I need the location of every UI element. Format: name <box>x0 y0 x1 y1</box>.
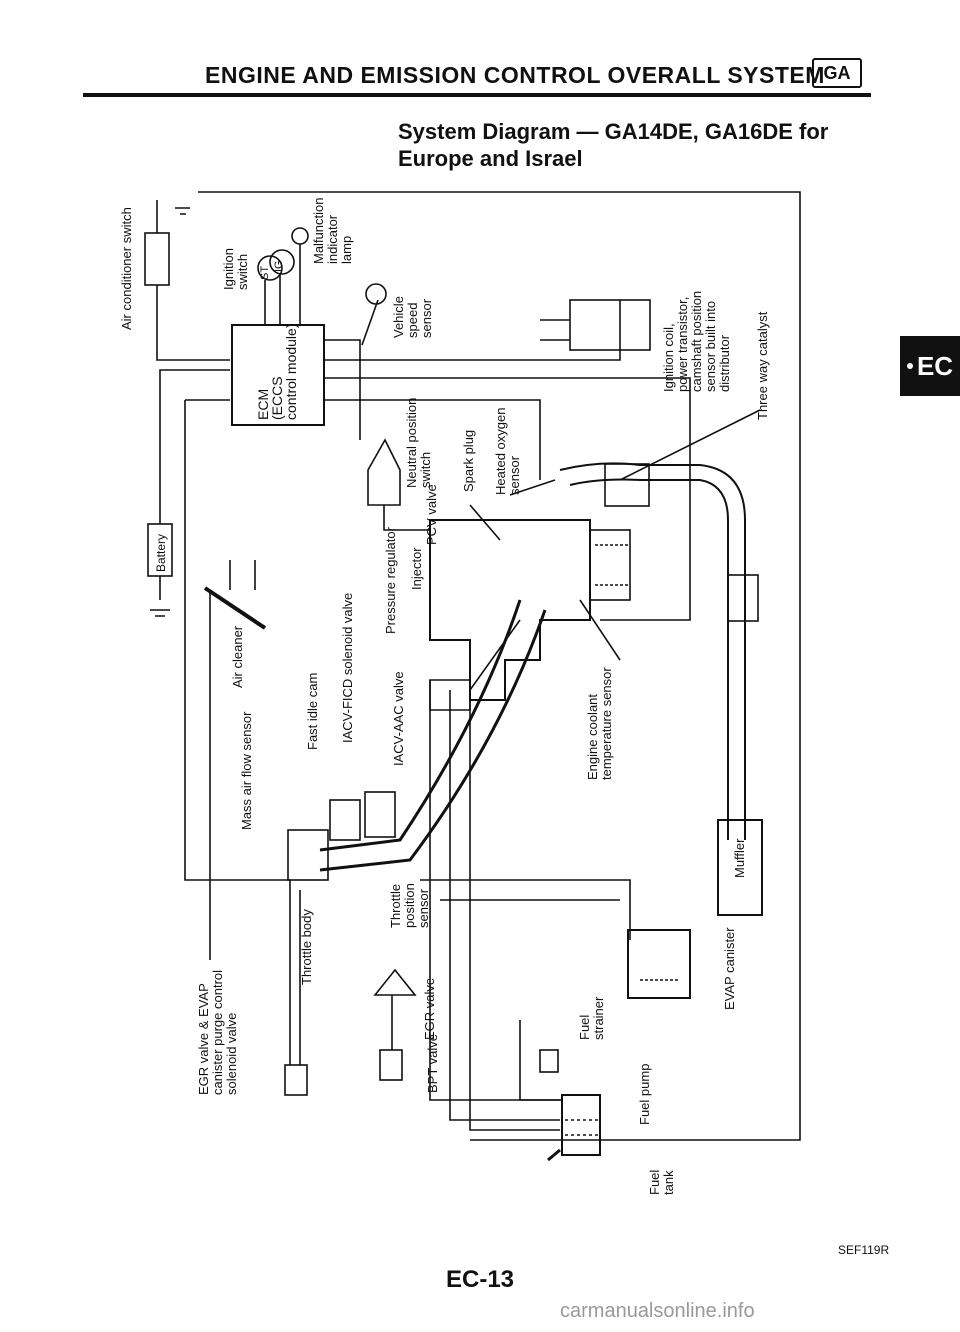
label-vehicle-speed-sensor: Vehicle speed sensor <box>391 296 434 338</box>
subtitle-line-1: System Diagram — GA14DE, GA16DE for <box>398 119 829 144</box>
label-fuel-tank: Fuel tank <box>647 1169 676 1195</box>
bpt-valve-box <box>379 1049 403 1081</box>
diagram-subtitle: System Diagram — GA14DE, GA16DE for Euro… <box>398 118 828 172</box>
label-bpt-valve: BPT valve <box>425 1033 440 1093</box>
label-ecm: ECM (ECCS control module) <box>255 323 299 421</box>
page-header-title: ENGINE AND EMISSION CONTROL OVERALL SYST… <box>205 62 825 88</box>
label-fuel-pump: Fuel pump <box>637 1063 652 1125</box>
iacv-aac-box <box>364 791 396 838</box>
section-tab[interactable]: EC <box>900 336 960 396</box>
ignition-st-terminal <box>257 255 283 281</box>
label-air-conditioner-switch: Air conditioner switch <box>119 207 134 330</box>
evap-canister-box <box>627 929 691 999</box>
label-pressure-regulator: Pressure regulator <box>383 527 398 634</box>
catalyst-2-box <box>727 574 759 622</box>
muffler-box <box>717 819 763 916</box>
ecm-box <box>231 324 325 426</box>
label-throttle-body: Throttle body <box>299 909 314 985</box>
throttle-body-box <box>287 829 329 881</box>
page-number: EC-13 <box>446 1266 515 1293</box>
label-injector: Injector <box>409 547 424 590</box>
label-evap-canister: EVAP canister <box>722 927 737 1010</box>
label-egr-valve: EGR valve <box>422 977 437 1040</box>
label-mass-air-flow-sensor: Mass air flow sensor <box>239 711 254 830</box>
mass-air-flow-box <box>329 799 361 841</box>
label-three-way-catalyst: Three way catalyst <box>755 311 770 420</box>
section-badge: GA <box>812 58 862 88</box>
vehicle-speed-sensor-icon <box>365 283 387 305</box>
intake-manifold <box>319 599 522 852</box>
diagram-frame <box>198 191 801 1141</box>
label-muffler: Muffler <box>732 838 747 879</box>
label-heated-oxygen-sensor: Heated oxygen sensor <box>493 407 522 495</box>
battery-ground <box>150 576 170 617</box>
engine-block <box>429 519 591 701</box>
label-pcv-valve: PCV valve <box>424 484 439 545</box>
ac-switch-box <box>144 232 170 286</box>
label-fuel-strainer: Fuel strainer <box>577 996 606 1040</box>
section-tab-label: EC <box>916 350 954 381</box>
exhaust-pipe <box>559 462 746 840</box>
fuel-strainer-box <box>539 1049 559 1073</box>
distributor-body <box>569 299 651 351</box>
label-ignition-coil: Ignition coil, power transistor, camshaf… <box>661 290 732 392</box>
malfunction-lamp-bulb <box>291 227 309 245</box>
label-malfunction-lamp: Malfunction indicator lamp <box>311 197 354 264</box>
cylinder-head <box>589 529 631 601</box>
egr-evap-solenoid-box <box>284 1064 308 1096</box>
subtitle-line-2: Europe and Israel <box>398 146 583 171</box>
figure-reference-code: SEF119R <box>838 1243 890 1257</box>
label-throttle-position-sensor: Throttle position sensor <box>388 883 431 928</box>
label-iacv-aac: IACV-AAC valve <box>391 671 406 766</box>
ignition-ig-terminal <box>269 249 295 275</box>
header-rule <box>83 93 871 97</box>
bullet-icon <box>906 363 913 369</box>
air-cleaner-duct <box>203 586 267 630</box>
label-battery: Battery <box>154 533 168 572</box>
label-ig: IG <box>273 260 285 272</box>
label-egr-evap-valve: EGR valve & EVAP canister purge control … <box>196 969 239 1095</box>
label-neutral-position-switch: Neutral position switch <box>404 397 433 488</box>
label-ignition-switch: Ignition switch <box>221 248 250 290</box>
egr-valve-shape <box>373 968 417 996</box>
neutral-switch-shape <box>367 438 401 506</box>
ignition-wires <box>264 275 281 325</box>
label-iacv-ficd: IACV-FICD solenoid valve <box>340 592 355 743</box>
label-st: ST <box>259 265 271 280</box>
ac-wire <box>156 285 230 361</box>
label-fast-idle-cam: Fast idle cam <box>305 672 320 750</box>
label-air-cleaner: Air cleaner <box>230 625 245 688</box>
label-engine-coolant-sensor: Engine coolant temperature sensor <box>585 667 614 780</box>
ac-ground-symbol <box>156 200 190 233</box>
watermark: carmanualsonline.info <box>560 1300 755 1322</box>
fuel-tank-box <box>561 1094 601 1156</box>
label-spark-plug: Spark plug <box>461 429 476 492</box>
three-way-catalyst-box <box>604 463 650 507</box>
